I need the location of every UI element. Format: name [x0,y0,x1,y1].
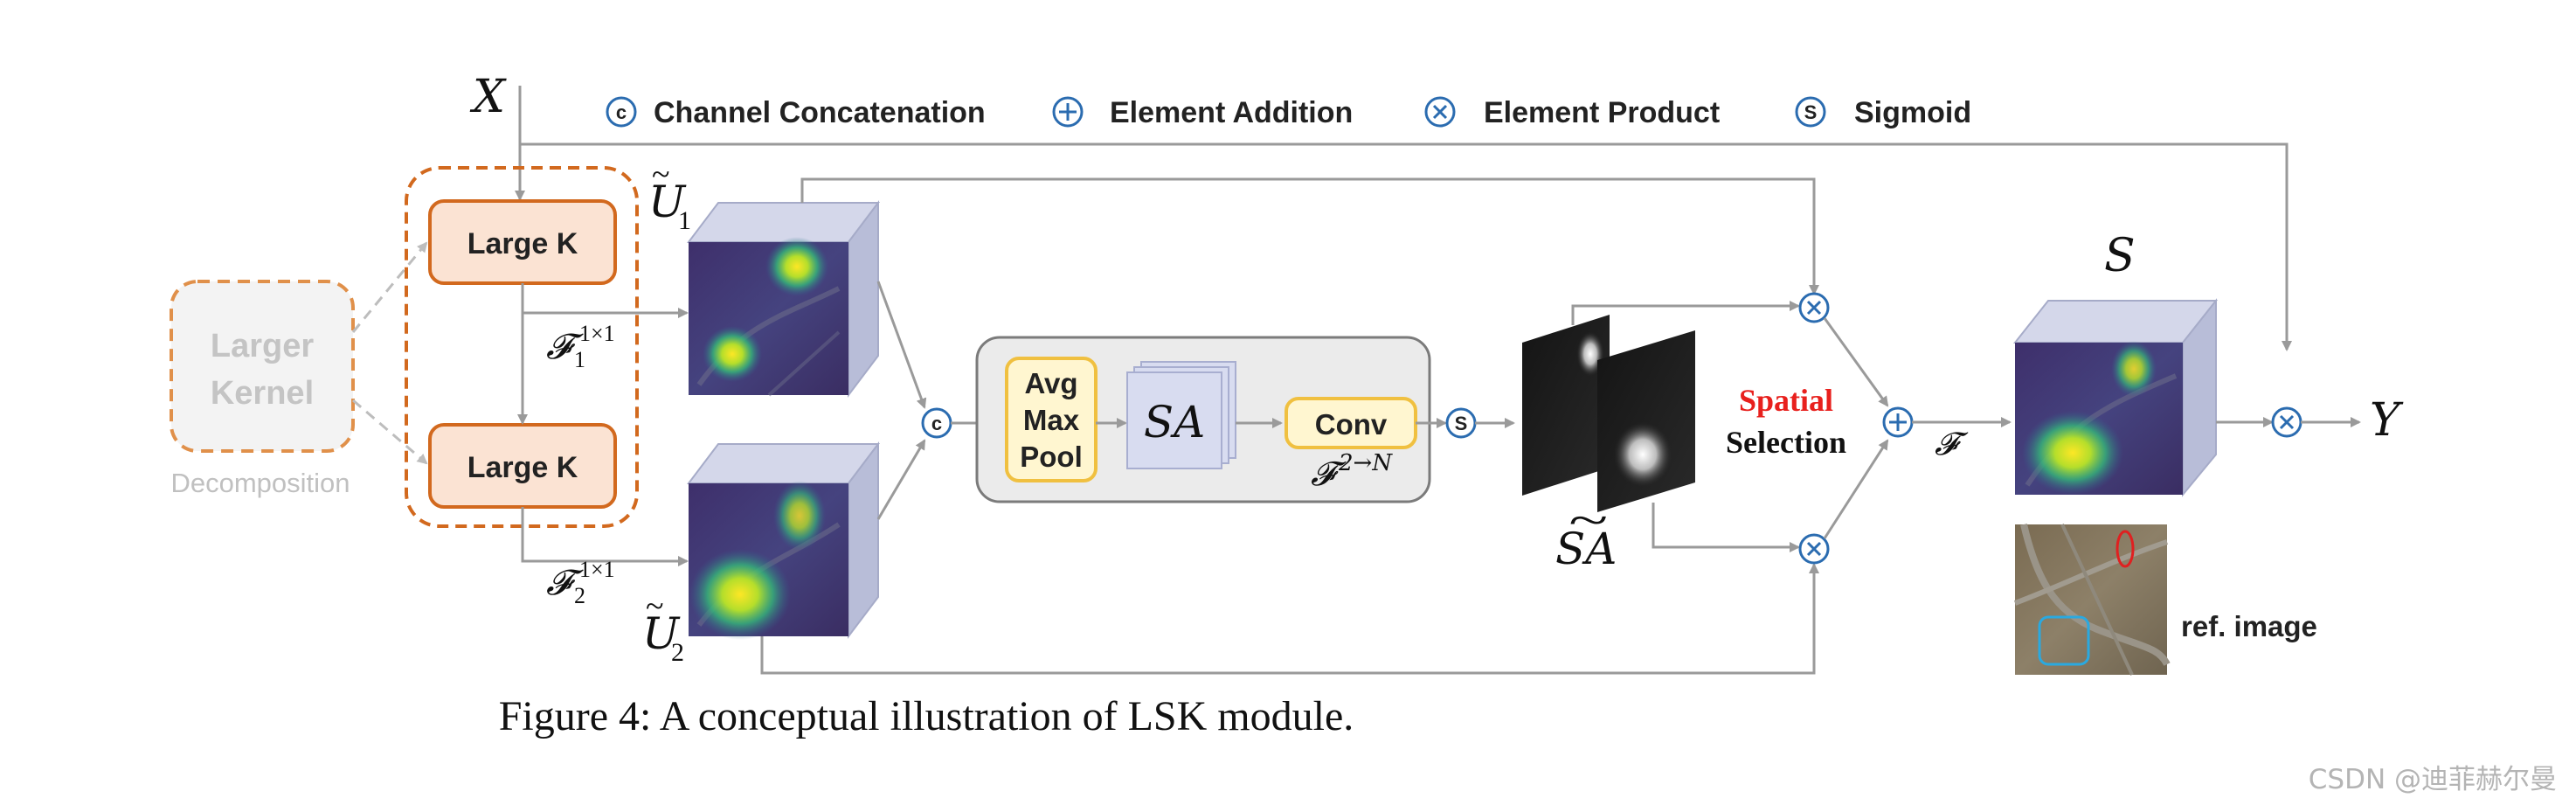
conv-box: Conv [1285,397,1417,449]
legend-concat: c Channel Concatenation [606,96,986,129]
product-node-top [1798,292,1830,323]
f1-sub: 1 [574,347,585,372]
sa-tilde-mark: ~ [1568,495,1608,545]
add-icon-symbol [1059,103,1077,121]
spatial-label: Spatial [1739,383,1833,418]
f1-label: 𝓕 1×1 1 [546,321,615,372]
u1-sub: 1 [678,206,691,235]
large-k-bottom: Large K [428,423,617,509]
svg-text:U: U [648,177,687,227]
larger-kernel-line1: Larger [211,328,314,364]
concat-node-symbol: c [931,413,942,434]
u1-label: U ~ 1 [648,156,691,235]
pool-line3: Pool [1020,441,1083,473]
top-product-to-add [1823,317,1889,407]
pool-box: Avg Max Pool [1005,357,1098,482]
concat-icon-symbol: c [616,101,627,123]
legend-add-label: Element Addition [1110,96,1353,129]
map2-to-product [1652,503,1800,552]
legend-concat-label: Channel Concatenation [654,96,986,129]
larger-kernel-line2: Kernel [211,375,314,412]
legend: c Channel Concatenation Element Addition… [606,96,1971,129]
u2-label: U ~ 2 [642,588,684,667]
fused-label: 𝓕 [1935,427,1969,462]
f2-label: 𝓕 1×1 2 [546,557,615,608]
u1-to-concat [876,281,927,409]
s-feature-cube [2012,298,2219,497]
output-label: Y [2370,394,2404,447]
bottom-product-to-add [1823,439,1889,539]
sigmoid-icon [1795,96,1826,128]
sa-tilde-label: SA ~ [1555,495,1617,574]
s-label: S [2104,230,2136,282]
map1-to-product [1571,301,1800,325]
red-target-marker [2116,530,2135,568]
concat-icon [606,96,637,128]
pool-line2: Max [1023,404,1080,436]
u2-tilde: ~ [646,588,664,625]
pool-line1: Avg [1024,367,1077,399]
ref-image-label: ref. image [2181,610,2317,642]
large-k-top: Large K [428,199,617,285]
f2-sup: 1×1 [579,557,615,582]
add-node [1882,406,1914,438]
largek-bottom-to-u2 [521,507,689,566]
concat-node: c [921,407,952,439]
product-icon-symbol [1432,104,1448,120]
large-k-bottom-label: Large K [467,451,578,484]
sa-label: SA [1144,397,1205,448]
spatial-attention-maps [1522,315,1695,512]
large-k-top-label: Large K [467,227,578,260]
selection-label: Selection [1726,425,1846,460]
conv-mapping-sup: 2→N [1338,450,1393,476]
product-node-output [2271,406,2302,438]
legend-product: Element Product [1424,96,1720,129]
decomposition-caption: Decomposition [170,468,350,498]
sigmoid-node: S [1445,407,1477,439]
blue-target-marker [2038,615,2090,666]
svg-text:SA: SA [1555,524,1617,574]
conv-label: Conv [1315,408,1388,441]
largek-top-to-u1 [521,283,689,318]
reference-image [2013,524,2171,676]
u1-feature-cube [686,200,881,398]
f2-sub: 2 [574,583,585,608]
input-label: X [469,71,507,123]
u2-feature-cube [686,441,881,640]
legend-product-label: Element Product [1484,96,1720,129]
sa-stack: SA [1126,361,1236,469]
larger-kernel-box: Larger Kernel [170,280,355,453]
u2-to-concat [876,439,926,520]
legend-add: Element Addition [1052,96,1353,129]
u1-tilde: ~ [652,156,670,193]
f1-sup: 1×1 [579,321,615,346]
u2-sub: 2 [671,638,684,667]
watermark: CSDN @迪菲赫尔曼 [2309,764,2557,795]
decomp-arrow-top [351,241,428,333]
u2-skip-line [760,563,1819,675]
figure-caption: Figure 4: A conceptual illustration of L… [499,693,1354,739]
decomp-arrow-bottom [352,399,428,465]
conv-mapping-label: 𝓕 2→N [1311,450,1393,493]
legend-sigmoid-label: Sigmoid [1854,96,1971,129]
sigmoid-node-symbol: S [1455,413,1468,434]
svg-text:U: U [642,608,681,659]
product-node-bottom [1798,533,1830,565]
sigmoid-icon-symbol: S [1804,101,1818,123]
u1-skip-line [800,177,1819,295]
legend-sigmoid: S Sigmoid [1795,96,1971,129]
